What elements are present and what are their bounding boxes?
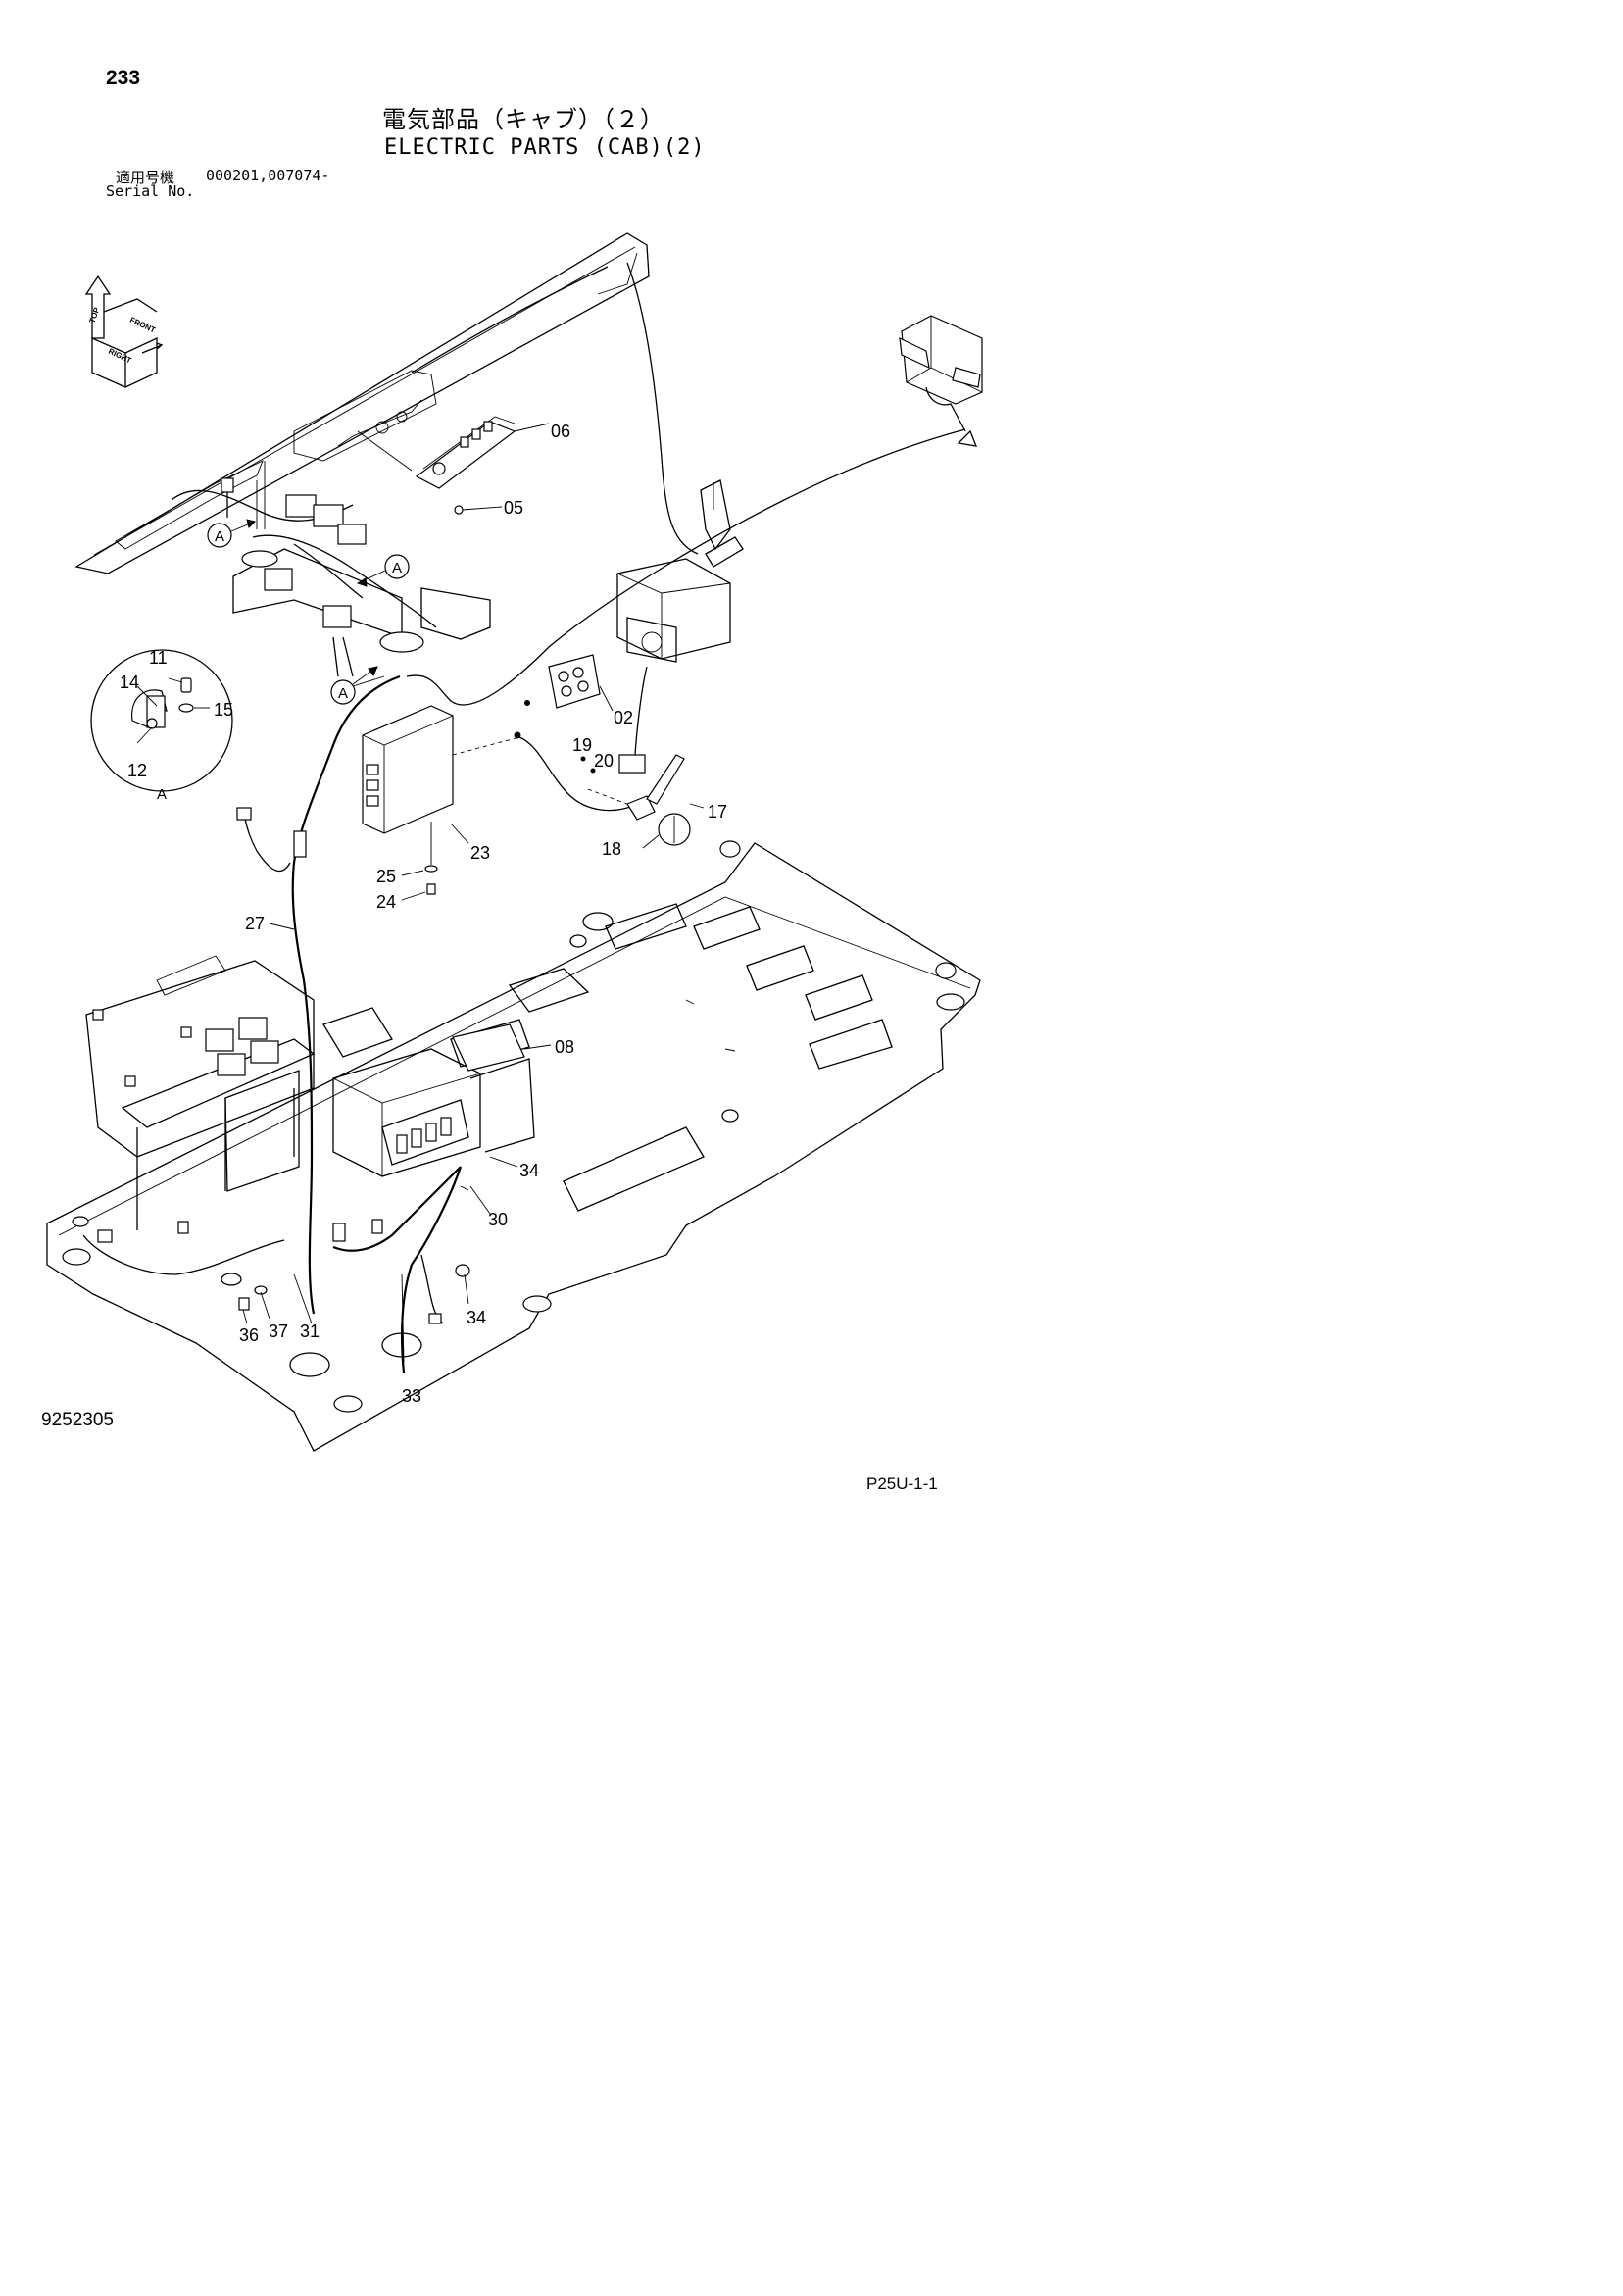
- orientation-right-label: RIGHT: [107, 347, 132, 366]
- right-console-box: [616, 479, 744, 774]
- hidden-lines: [452, 736, 633, 807]
- serial-label-english: Serial No.: [106, 182, 195, 200]
- orientation-top-label: TOP: [87, 306, 101, 324]
- callout-36: 36: [239, 1325, 259, 1345]
- callout-17: 17: [708, 802, 727, 822]
- controller-unit: [362, 705, 469, 865]
- work-lamp: [899, 315, 983, 432]
- callout-18: 18: [602, 839, 621, 859]
- floor-plate: [46, 840, 981, 1452]
- callout-14: 14: [120, 673, 139, 692]
- fuse-relay-box: [322, 1007, 535, 1177]
- cable-bolt-washer: [238, 1285, 270, 1324]
- callout-30: 30: [488, 1210, 508, 1229]
- controller-bolt: [401, 883, 436, 901]
- callout-34-lower: 34: [467, 1308, 486, 1327]
- cover-panel: [452, 1023, 552, 1072]
- callout-34-upper: 34: [519, 1161, 539, 1180]
- serial-range: 000201,007074-: [206, 167, 330, 184]
- connection-marker-a-2: A: [356, 554, 410, 587]
- controller-washer: [401, 865, 438, 876]
- leader-lines: [293, 1156, 518, 1364]
- lamp-cable: [406, 428, 978, 706]
- callouts: 06 05 02 11 14 15 12 19 20 17 18 23 25 2…: [120, 422, 727, 1406]
- detail-view-a: A: [90, 649, 233, 803]
- panel-screw: [454, 505, 503, 515]
- serial-label-japanese: 適用号機: [116, 169, 175, 186]
- main-harness: [236, 674, 401, 1315]
- callout-02: 02: [614, 708, 633, 727]
- detail-view-label: A: [157, 786, 167, 803]
- callout-11: 11: [149, 648, 168, 668]
- callout-08: 08: [555, 1037, 574, 1057]
- callout-06: 06: [551, 422, 570, 441]
- callout-20: 20: [594, 751, 614, 771]
- callout-25: 25: [376, 867, 396, 886]
- page-code: P25U-1-1: [866, 1474, 938, 1493]
- connection-marker-a-1: A: [207, 519, 256, 548]
- exploded-parts-drawing: TOP FRONT RIGHT: [46, 232, 983, 1452]
- callout-19: 19: [572, 735, 592, 755]
- callout-15: 15: [214, 700, 233, 720]
- relay-cluster: [232, 494, 491, 677]
- svg-text:A: A: [338, 685, 348, 702]
- page-number: 233: [106, 67, 141, 89]
- cab-upper-frame: [74, 232, 650, 574]
- callout-27: 27: [245, 914, 265, 933]
- document-number: 9252305: [41, 1410, 114, 1430]
- callout-23: 23: [470, 843, 490, 863]
- callout-24: 24: [376, 892, 396, 912]
- svg-text:A: A: [215, 528, 224, 545]
- title-english: ELECTRIC PARTS (CAB)(2): [384, 135, 706, 160]
- connection-marker-a-3: A: [330, 666, 385, 705]
- socket-plate: [524, 654, 614, 712]
- left-control-stand: [82, 955, 316, 1275]
- callout-05: 05: [504, 498, 523, 518]
- switch-panel: [357, 416, 550, 489]
- top-harness: [171, 262, 699, 555]
- title-japanese: 電気部品（キャブ）（２）: [382, 106, 664, 133]
- orientation-key: TOP FRONT RIGHT: [84, 275, 164, 388]
- callout-31: 31: [300, 1322, 320, 1341]
- battery-cable: [332, 1166, 470, 1373]
- orientation-front-label: FRONT: [128, 316, 157, 335]
- toggle-switch: [514, 731, 705, 849]
- svg-text:A: A: [392, 560, 402, 576]
- callout-12: 12: [127, 761, 147, 780]
- callout-37: 37: [269, 1322, 288, 1341]
- callout-33: 33: [402, 1386, 421, 1406]
